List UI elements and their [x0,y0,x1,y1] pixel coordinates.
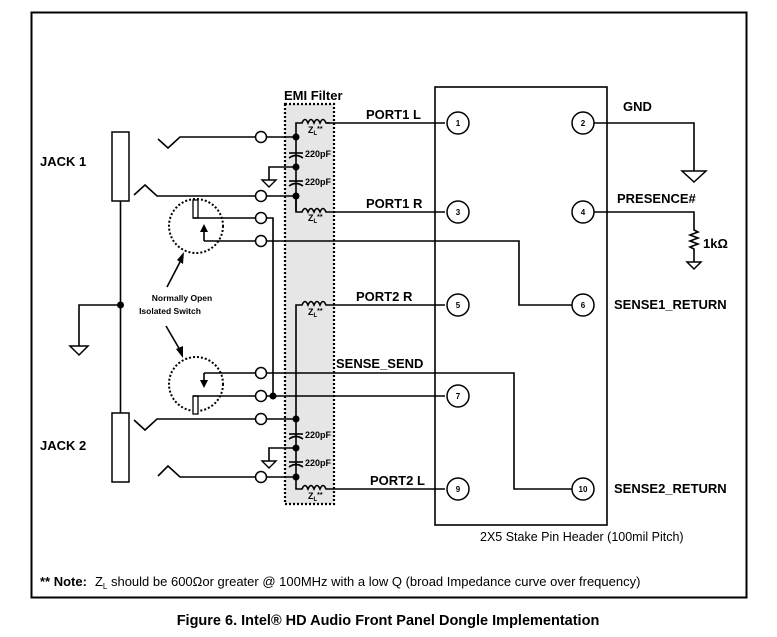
switch2-circle [168,356,224,412]
ground-icon [680,170,708,184]
jack1-label: JACK 1 [40,154,86,169]
ground-icon [260,460,278,469]
jack2-tip-contact [157,464,256,478]
pin-3: 3 [456,208,461,217]
pin-1: 1 [456,119,461,128]
port1-l-label: PORT1 L [366,107,421,122]
wire-sense-switch1 [266,217,274,396]
ground-icon [68,345,90,357]
figure-caption: Figure 6. Intel® HD Audio Front Panel Do… [177,613,600,629]
pin-5: 5 [456,301,461,310]
jack1-body [111,131,130,202]
jack1-tip-contact [157,136,256,150]
arrow-up-icon [177,252,184,264]
pin-10: 10 [579,485,588,494]
capacitor-icon [288,152,304,187]
pin-header-box [434,86,608,526]
zl-label: ZL** [308,125,323,137]
gnd-label: GND [623,99,652,114]
zl-label: ZL** [308,491,323,503]
pin-9: 9 [456,485,461,494]
inductor-port2-l-icon [295,477,445,492]
sense1-return-label: SENSE1_RETURN [614,297,727,312]
capacitor-icon [288,433,304,468]
inductor-port1-r-icon [295,196,445,215]
port2-r-label: PORT2 R [356,289,413,304]
cap3-value: 220pF [305,430,332,440]
jack2-label: JACK 2 [40,438,86,453]
pin-7: 7 [456,392,461,401]
resistor-value: 1kΩ [703,236,728,251]
zl-label: ZL** [308,307,323,319]
jack2-ring-contact [133,418,256,432]
pointer-arrow-line [165,325,181,351]
switch2-arrow-icon [200,380,208,388]
note-text: ** Note:ZL should be 600Ωor greater @ 10… [40,574,640,591]
sleeve-ground-wire [78,304,121,346]
zl-label: ZL** [308,213,323,225]
cap4-value: 220pF [305,458,332,468]
switch2-contact [192,395,199,415]
jack1-ring-contact [133,183,256,197]
resistor-icon [594,211,701,262]
inductor-port1-l-icon [295,118,330,137]
header-pins [446,111,595,501]
emi-filter-label: EMI Filter [284,88,343,103]
pointer-arrow-line [166,261,181,288]
pin-4: 4 [581,208,586,217]
pin-2: 2 [581,119,586,128]
sense2-return-label: SENSE2_RETURN [614,481,727,496]
wire-sense1-return [266,240,576,306]
port2-l-label: PORT2 L [370,473,425,488]
cap-ground-wire [268,166,296,180]
wire-sense2-return [266,372,576,490]
cap2-value: 220pF [305,177,332,187]
wire-gnd [594,122,695,171]
switch1-arrow-icon [200,224,208,232]
jack2-body [111,412,130,483]
ground-icon [685,261,703,271]
inductor-port2-r-icon [295,300,445,419]
arrow-down-icon [176,346,183,358]
pin-6: 6 [581,301,586,310]
terminals [254,130,268,484]
cap1-value: 220pF [305,149,332,159]
header-label: 2X5 Stake Pin Header (100mil Pitch) [480,530,684,544]
switch-note-line1: Normally Open [152,293,212,303]
presence-label: PRESENCE# [617,191,697,206]
ground-icon [260,179,278,188]
cap-ground-wire [268,447,296,461]
port1-r-label: PORT1 R [366,196,423,211]
figure-frame [30,11,748,599]
switch1-circle [168,198,224,254]
switch1-contact [192,199,199,219]
sense-send-label: SENSE_SEND [336,356,423,371]
junction-dot [269,392,277,400]
junction-dot [117,301,124,309]
emi-filter-box [283,102,336,506]
switch-note-line2: Isolated Switch [139,306,201,316]
